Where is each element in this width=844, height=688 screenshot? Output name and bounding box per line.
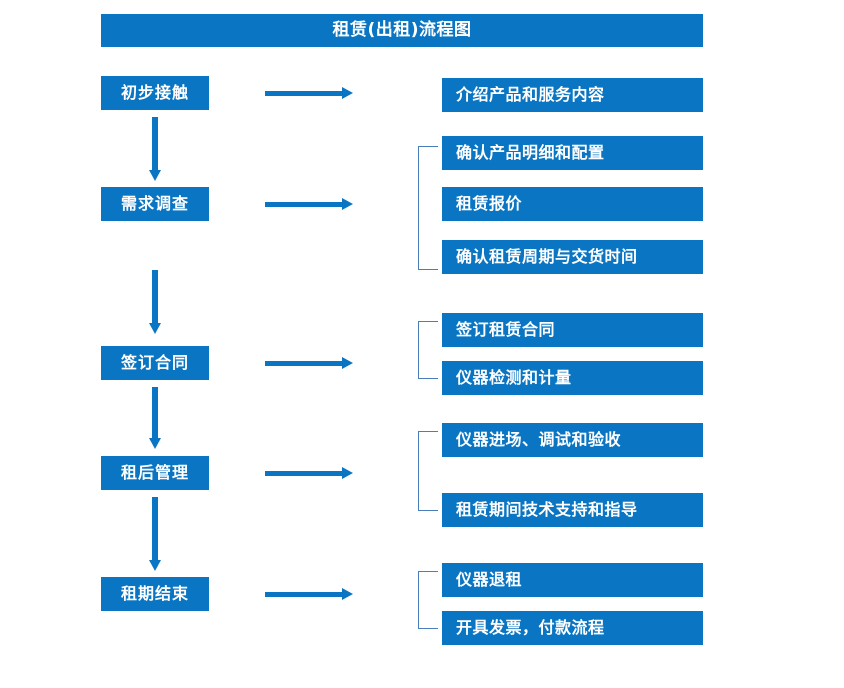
arrow-right-icon-4 xyxy=(265,467,353,479)
stage-box-4[interactable]: 租后管理 xyxy=(101,456,209,490)
stage-box-2[interactable]: 需求调查 xyxy=(101,187,209,221)
arrow-shaft xyxy=(265,361,343,366)
stage-label-5: 租期结束 xyxy=(120,584,189,603)
stage-box-5[interactable]: 租期结束 xyxy=(101,577,209,611)
group-bracket-2 xyxy=(418,146,438,270)
arrow-shaft xyxy=(152,497,158,560)
detail-label-10: 开具发票，付款流程 xyxy=(456,618,605,637)
detail-label-7: 仪器进场、调试和验收 xyxy=(456,430,622,449)
detail-box-7[interactable]: 仪器进场、调试和验收 xyxy=(442,423,703,457)
stage-label-1: 初步接触 xyxy=(120,83,189,102)
page-title: 租赁(出租)流程图 xyxy=(332,20,472,40)
group-bracket-5 xyxy=(418,571,438,629)
arrow-head xyxy=(149,438,161,449)
detail-label-5: 签订租赁合同 xyxy=(456,320,556,339)
detail-label-3: 租赁报价 xyxy=(456,194,523,213)
arrow-right-icon-5 xyxy=(265,588,353,600)
arrow-head xyxy=(342,357,353,369)
arrow-shaft xyxy=(152,270,158,323)
detail-label-2: 确认产品明细和配置 xyxy=(456,143,605,162)
detail-box-8[interactable]: 租赁期间技术支持和指导 xyxy=(442,493,703,527)
arrow-down-icon-4 xyxy=(149,497,161,571)
arrow-head xyxy=(342,198,353,210)
arrow-shaft xyxy=(265,202,343,207)
detail-box-3[interactable]: 租赁报价 xyxy=(442,187,703,221)
detail-box-1[interactable]: 介绍产品和服务内容 xyxy=(442,78,703,112)
arrow-right-icon-1 xyxy=(265,87,353,99)
arrow-head xyxy=(149,560,161,571)
arrow-shaft xyxy=(265,91,343,96)
detail-label-4: 确认租赁周期与交货时间 xyxy=(456,247,638,266)
arrow-shaft xyxy=(152,387,158,438)
arrow-head xyxy=(149,323,161,334)
arrow-shaft xyxy=(265,592,343,597)
arrow-down-icon-1 xyxy=(149,117,161,181)
detail-label-1: 介绍产品和服务内容 xyxy=(456,85,605,104)
detail-box-5[interactable]: 签订租赁合同 xyxy=(442,313,703,347)
detail-box-6[interactable]: 仪器检测和计量 xyxy=(442,361,703,395)
detail-box-9[interactable]: 仪器退租 xyxy=(442,563,703,597)
arrow-head xyxy=(149,170,161,181)
arrow-head xyxy=(342,467,353,479)
stage-label-3: 签订合同 xyxy=(120,353,189,372)
group-bracket-3 xyxy=(418,321,438,379)
arrow-down-icon-3 xyxy=(149,387,161,449)
arrow-head xyxy=(342,87,353,99)
stage-label-2: 需求调查 xyxy=(120,194,189,213)
stage-box-1[interactable]: 初步接触 xyxy=(101,76,209,110)
group-bracket-4 xyxy=(418,431,438,511)
detail-label-9: 仪器退租 xyxy=(456,570,523,589)
arrow-shaft xyxy=(152,117,158,170)
detail-box-2[interactable]: 确认产品明细和配置 xyxy=(442,136,703,170)
arrow-shaft xyxy=(265,471,343,476)
detail-label-6: 仪器检测和计量 xyxy=(456,368,572,387)
stage-box-3[interactable]: 签订合同 xyxy=(101,346,209,380)
arrow-right-icon-3 xyxy=(265,357,353,369)
arrow-right-icon-2 xyxy=(265,198,353,210)
detail-box-10[interactable]: 开具发票，付款流程 xyxy=(442,611,703,645)
diagram-title-bar: 租赁(出租)流程图 xyxy=(101,14,703,47)
arrow-head xyxy=(342,588,353,600)
detail-box-4[interactable]: 确认租赁周期与交货时间 xyxy=(442,240,703,274)
arrow-down-icon-2 xyxy=(149,270,161,334)
stage-label-4: 租后管理 xyxy=(120,463,189,482)
detail-label-8: 租赁期间技术支持和指导 xyxy=(456,500,638,519)
